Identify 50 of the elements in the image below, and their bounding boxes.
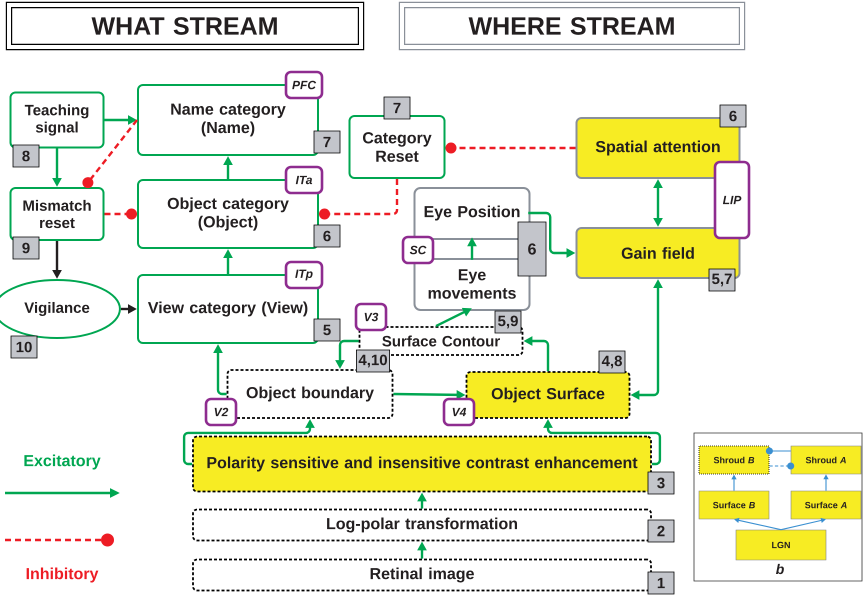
number-tag: 9 <box>12 236 40 260</box>
number-tag: 5,9 <box>494 310 522 334</box>
inset-box: LGN <box>736 530 826 560</box>
number-tag: 4,8 <box>598 350 626 374</box>
box-text: Eye movements <box>428 269 516 299</box>
box-text: Eye Position <box>424 206 520 220</box>
region-tag: V4 <box>442 398 476 426</box>
inhibitory-connector <box>82 119 138 188</box>
inset-box: Shroud A <box>790 446 862 474</box>
stage-box: Retinal image <box>192 558 652 592</box>
number-tag: 7 <box>384 96 410 120</box>
stage-box: Log-polar transformation <box>192 508 652 542</box>
number-tag: 10 <box>10 336 38 358</box>
region-tag: V3 <box>354 302 388 332</box>
number-tag: 5 <box>314 318 340 342</box>
inhibitory-connector <box>104 208 137 220</box>
inset-box: Shroud B <box>698 446 770 474</box>
inhibitory-connector <box>769 462 794 470</box>
inhibitory-connector <box>766 448 791 454</box>
number-tag: 7 <box>314 130 340 154</box>
inhibitory-connector <box>446 142 576 154</box>
region-tag: ITp <box>284 260 324 290</box>
stream-banner: WHAT STREAM <box>6 2 364 50</box>
number-tag: 4,10 <box>356 350 390 372</box>
process-box: Teaching signal <box>10 92 104 148</box>
legend-text: Inhibitory <box>26 568 98 582</box>
inset-box: Surface A <box>790 490 862 520</box>
process-box: Category Reset <box>348 115 446 179</box>
number-tag: 6 <box>720 104 746 128</box>
region-tag: V2 <box>204 398 238 426</box>
stream-banner: WHERE STREAM <box>398 2 746 50</box>
number-tag: 3 <box>648 472 674 494</box>
inset-frame <box>694 432 862 582</box>
number-tag: 8 <box>12 144 40 168</box>
number-tag: 6 <box>314 224 340 248</box>
panel-letter: b <box>776 564 784 574</box>
stage-box: Object Surface <box>466 371 630 419</box>
stage-box: Polarity sensitive and insensitive contrast enhancement <box>192 436 652 492</box>
region-tag: LIP <box>714 160 750 240</box>
number-tag: 6 <box>518 222 546 276</box>
region-tag: SC <box>402 236 434 264</box>
number-tag: 5,7 <box>708 268 736 292</box>
region-tag: ITa <box>284 166 324 194</box>
inset-box: Surface B <box>698 490 770 520</box>
legend-text: Excitatory <box>24 454 101 470</box>
number-tag: 2 <box>648 520 674 542</box>
process-box: Mismatch reset <box>10 187 104 241</box>
region-tag: PFC <box>284 70 324 100</box>
inhibitory-connector <box>319 179 398 220</box>
number-tag: 1 <box>648 572 674 594</box>
